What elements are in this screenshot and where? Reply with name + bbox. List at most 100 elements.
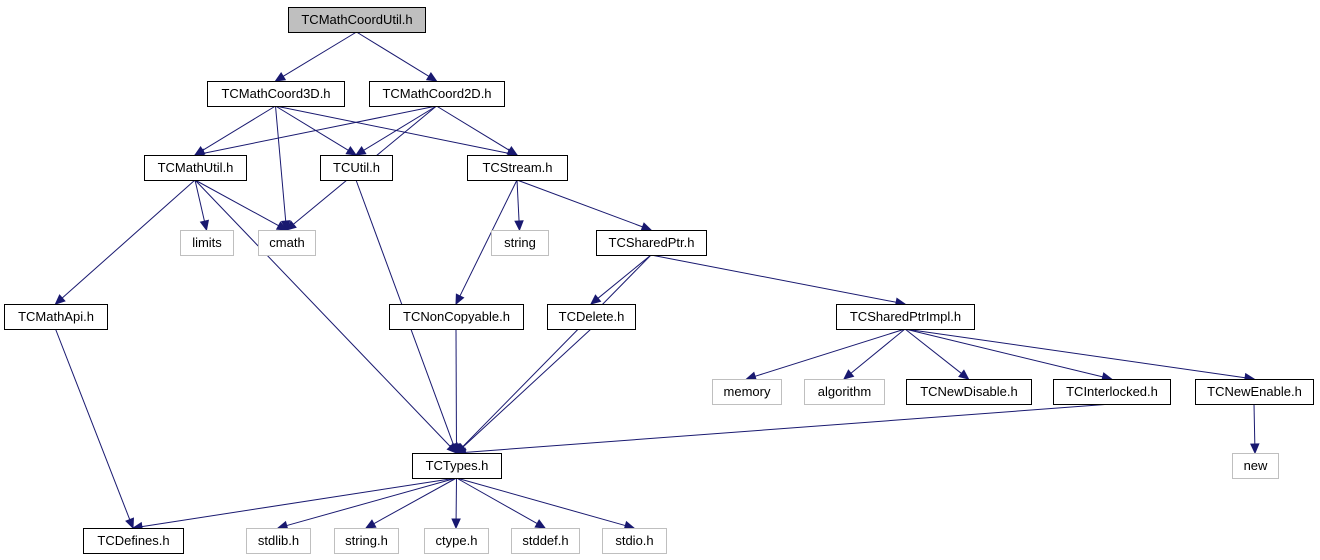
edge-arrowhead [843, 369, 855, 380]
edge-tcsharedptrimpl-h-to-algorithm [843, 328, 906, 380]
edge-tcsharedptr-h-to-tctypes-h [455, 254, 652, 454]
node-label: TCDefines.h [97, 533, 169, 548]
edge-line [1253, 403, 1256, 445]
node-tcmathcoord3d-h[interactable]: TCMathCoord3D.h [207, 81, 345, 107]
edge-tcstream-h-to-tcsharedptr-h [516, 179, 653, 232]
node-label: TCNonCopyable.h [403, 309, 510, 324]
edge-arrowhead [506, 145, 519, 156]
edge-line [194, 179, 205, 222]
edge-line [904, 328, 1246, 379]
edge-arrowhead [345, 145, 358, 156]
edge-line [650, 254, 897, 303]
edge-line [203, 105, 437, 154]
node-tcdefines-h[interactable]: TCDefines.h [83, 528, 184, 554]
node-box [4, 304, 108, 330]
node-box [602, 528, 667, 554]
edge-tctypes-h-to-stdio-h [456, 477, 636, 531]
edge-tcstream-h-to-tcnoncopyable-h [455, 179, 518, 306]
edge-line [462, 254, 652, 447]
node-tcmathcoord2d-h[interactable]: TCMathCoord2D.h [369, 81, 505, 107]
edge-line [904, 328, 1103, 378]
node-box [389, 304, 524, 330]
node-tcmathcoordutil-h[interactable]: TCMathCoordUtil.h [288, 7, 426, 33]
edge-line [456, 477, 626, 527]
node-tcnewdisable-h[interactable]: TCNewDisable.h [906, 379, 1032, 405]
node-ctype-h: ctype.h [424, 528, 489, 554]
node-tcmathapi-h[interactable]: TCMathApi.h [4, 304, 108, 330]
node-algorithm: algorithm [804, 379, 885, 405]
edge-tcsharedptrimpl-h-to-memory [745, 328, 906, 381]
node-stdlib-h: stdlib.h [246, 528, 311, 554]
node-tctypes-h[interactable]: TCTypes.h [412, 453, 502, 479]
edge-tcnoncopyable-h-to-tctypes-h [451, 328, 462, 455]
node-tcdelete-h[interactable]: TCDelete.h [547, 304, 636, 330]
edge-arrowhead [354, 145, 367, 156]
node-stdio-h: stdio.h [602, 528, 667, 554]
node-tcstream-h[interactable]: TCStream.h [467, 155, 568, 181]
node-label: new [1244, 458, 1268, 473]
node-box [180, 230, 234, 256]
edge-tcdelete-h-to-tctypes-h [455, 328, 592, 454]
edge-arrowhead [1250, 443, 1260, 455]
edge-tcnewenable-h-to-new [1250, 403, 1260, 455]
node-label: TCInterlocked.h [1066, 384, 1158, 399]
edge-line [436, 105, 510, 151]
node-tcsharedptr-h[interactable]: TCSharedPtr.h [596, 230, 707, 256]
edge-line [904, 328, 962, 374]
edge-line [61, 179, 196, 299]
edge-line [754, 328, 906, 377]
edge-line [516, 179, 643, 228]
node-stddef-h: stddef.h [511, 528, 580, 554]
edge-line [597, 254, 652, 299]
edge-line [275, 105, 509, 154]
node-label: limits [192, 235, 222, 250]
edge-tcmathcoordutil-h-to-tcmathcoord2d-h [356, 31, 438, 82]
edge-line [465, 403, 1112, 453]
edge-tcsharedptrimpl-h-to-tcnewdisable-h [904, 328, 970, 380]
edge-tcsharedptr-h-to-tcdelete-h [590, 254, 652, 305]
edge-line [194, 179, 279, 227]
edge-line [141, 477, 457, 528]
node-box [1053, 379, 1171, 405]
node-box [1195, 379, 1314, 405]
node-box [144, 155, 247, 181]
node-label: string [504, 235, 536, 250]
node-label: TCSharedPtr.h [609, 235, 695, 250]
node-tcutil-h[interactable]: TCUtil.h [320, 155, 393, 181]
node-tcsharedptrimpl-h[interactable]: TCSharedPtrImpl.h [836, 304, 975, 330]
edge-arrowhead [285, 220, 297, 231]
node-box [258, 230, 316, 256]
node-box [424, 528, 489, 554]
node-box [596, 230, 707, 256]
node-label: memory [724, 384, 771, 399]
node-limits: limits [180, 230, 234, 256]
edge-arrowhead [640, 222, 653, 232]
edge-tctypes-h-to-ctype-h [451, 477, 461, 530]
node-tcmathutil-h[interactable]: TCMathUtil.h [144, 155, 247, 181]
edge-tcmathutil-h-to-tcmathapi-h [54, 179, 196, 305]
node-tcnewenable-h[interactable]: TCNewEnable.h [1195, 379, 1314, 405]
edge-arrowhead [455, 293, 465, 306]
node-box [246, 528, 311, 554]
edge-arrowhead [958, 369, 970, 380]
node-box [804, 379, 885, 405]
edge-arrowhead [274, 72, 287, 82]
node-label: cmath [269, 235, 304, 250]
node-box [712, 379, 782, 405]
node-string: string [491, 230, 549, 256]
edge-line [286, 477, 457, 527]
edge-tcstream-h-to-string [514, 179, 524, 232]
node-tcinterlocked-h[interactable]: TCInterlocked.h [1053, 379, 1171, 405]
node-box [1232, 453, 1279, 479]
node-tcnoncopyable-h[interactable]: TCNonCopyable.h [389, 304, 524, 330]
node-box [334, 528, 399, 554]
node-label: TCMathApi.h [18, 309, 94, 324]
node-string-h: string.h [334, 528, 399, 554]
edge-tctypes-h-to-stdlib-h [276, 477, 457, 531]
node-box [467, 155, 568, 181]
node-box [320, 155, 393, 181]
edge-arrowhead [275, 221, 288, 231]
node-label: stddef.h [522, 533, 568, 548]
edge-tcmathutil-h-to-limits [194, 179, 210, 232]
